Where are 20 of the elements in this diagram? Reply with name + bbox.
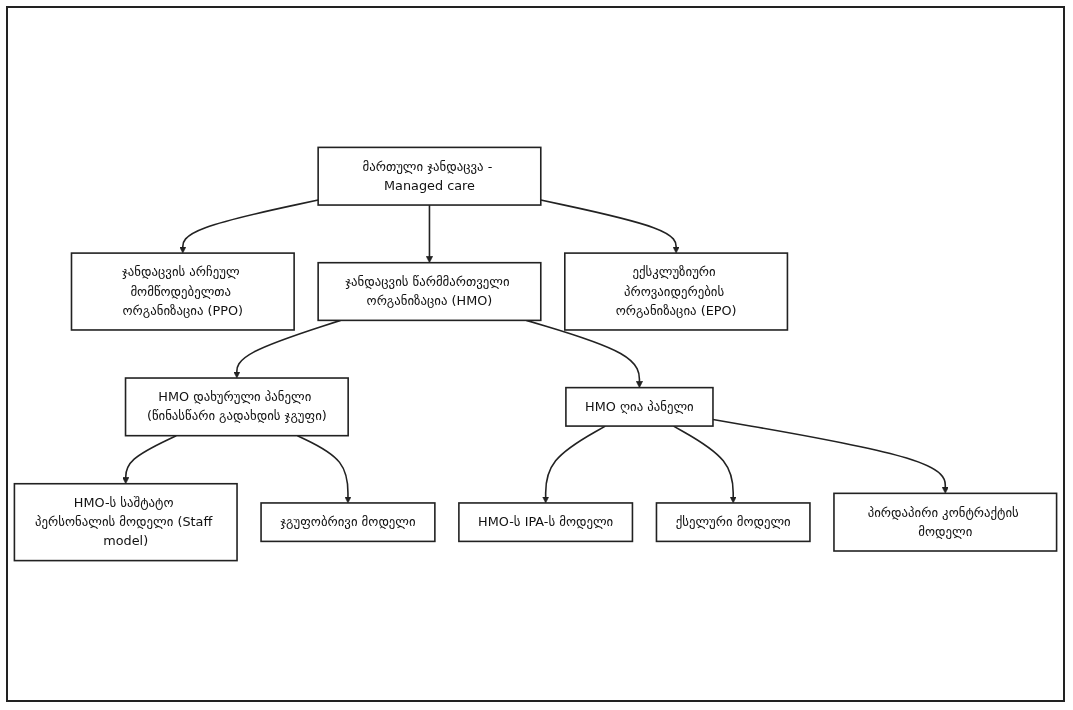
node-box: HMO-ს IPA-ს მოდელი xyxy=(458,502,634,543)
node-box: ქსელური მოდელი xyxy=(655,502,811,543)
node-box: ჯანდაცვის წარმმართველი ორგანიზაცია (HMO) xyxy=(317,261,542,322)
node-box: პირდაპირი კონტრაქტის მოდელი xyxy=(833,492,1058,552)
node-box: მართული ჯანდაცვა - Managed care xyxy=(317,146,542,206)
node-box: HMO დახურული პანელი (წინასწარი გადახდის ჯგუფი) xyxy=(124,377,349,437)
arrow xyxy=(425,204,433,264)
node-box: ექსკლუზიური პროვაიდერების ორგანიზაცია (EPO) xyxy=(564,252,789,331)
arrow xyxy=(179,199,319,254)
arrow xyxy=(712,418,949,494)
node-box: ჯგუფობრივი მოდელი xyxy=(260,502,436,543)
arrow xyxy=(540,199,680,254)
node-box: HMO-ს საშტატო პერსონალის მოდელი (Staff model) xyxy=(13,482,238,562)
arrow xyxy=(672,425,737,504)
node-box: HMO ღია პანელი xyxy=(565,386,714,427)
arrow xyxy=(542,425,607,504)
arrow xyxy=(296,434,352,504)
arrow xyxy=(233,319,342,379)
node-box: ჯანდაცვის არჩეულ მომწოდებელთა ორგანიზაცია (PPO) xyxy=(70,252,295,331)
arrow xyxy=(122,434,178,485)
